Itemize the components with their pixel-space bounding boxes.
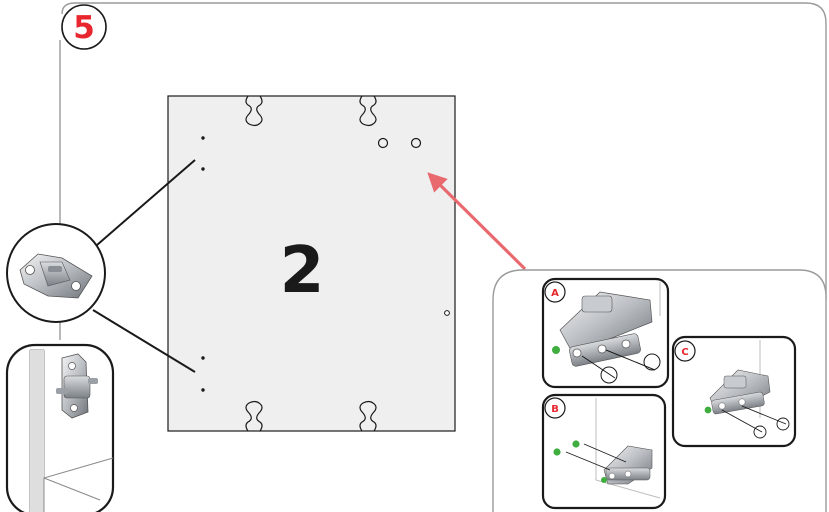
leader-line xyxy=(92,309,196,373)
hinge-mechanism-icon xyxy=(552,291,653,367)
keyhole-slot-top-right xyxy=(359,95,377,127)
rotate-icon xyxy=(721,405,790,439)
small-hole xyxy=(444,310,450,316)
rotate-icon xyxy=(581,349,661,384)
screw-green xyxy=(601,477,607,483)
small-hole xyxy=(201,356,205,360)
detail-b: B xyxy=(541,393,667,510)
small-hole xyxy=(201,388,205,392)
mounting-plate-icon xyxy=(19,253,93,299)
step-number-badge: 5 xyxy=(61,4,107,50)
cabinet-panel: 2 xyxy=(167,95,456,432)
screw-green xyxy=(552,346,560,354)
detail-c: C xyxy=(671,335,797,448)
direction-arrow xyxy=(427,172,527,271)
screw-green xyxy=(572,440,580,448)
keyhole-slot-bottom-left xyxy=(245,400,263,432)
detail-a: A xyxy=(541,277,670,389)
small-hole xyxy=(201,136,205,140)
hinge-mechanism-icon xyxy=(704,369,771,415)
pilot-hole xyxy=(377,137,389,149)
keyhole-slot-bottom-right xyxy=(359,400,377,432)
step-number: 5 xyxy=(73,10,95,46)
hinge-mechanism-icon xyxy=(601,445,653,485)
detail-letter-a: A xyxy=(551,288,559,299)
keyhole-slot-top-left xyxy=(245,95,263,127)
detail-letter-c: C xyxy=(681,347,688,358)
pilot-hole xyxy=(410,137,422,149)
screw-green xyxy=(704,406,712,414)
installed-plate-inset xyxy=(5,343,115,512)
leader-line xyxy=(96,159,196,246)
hinge-plate-callout xyxy=(6,223,106,323)
detail-letter-b: B xyxy=(551,404,559,415)
screw-green xyxy=(553,448,561,456)
panel-number: 2 xyxy=(280,234,325,308)
installed-mounting-plate-icon xyxy=(56,353,98,419)
small-hole xyxy=(201,167,205,171)
